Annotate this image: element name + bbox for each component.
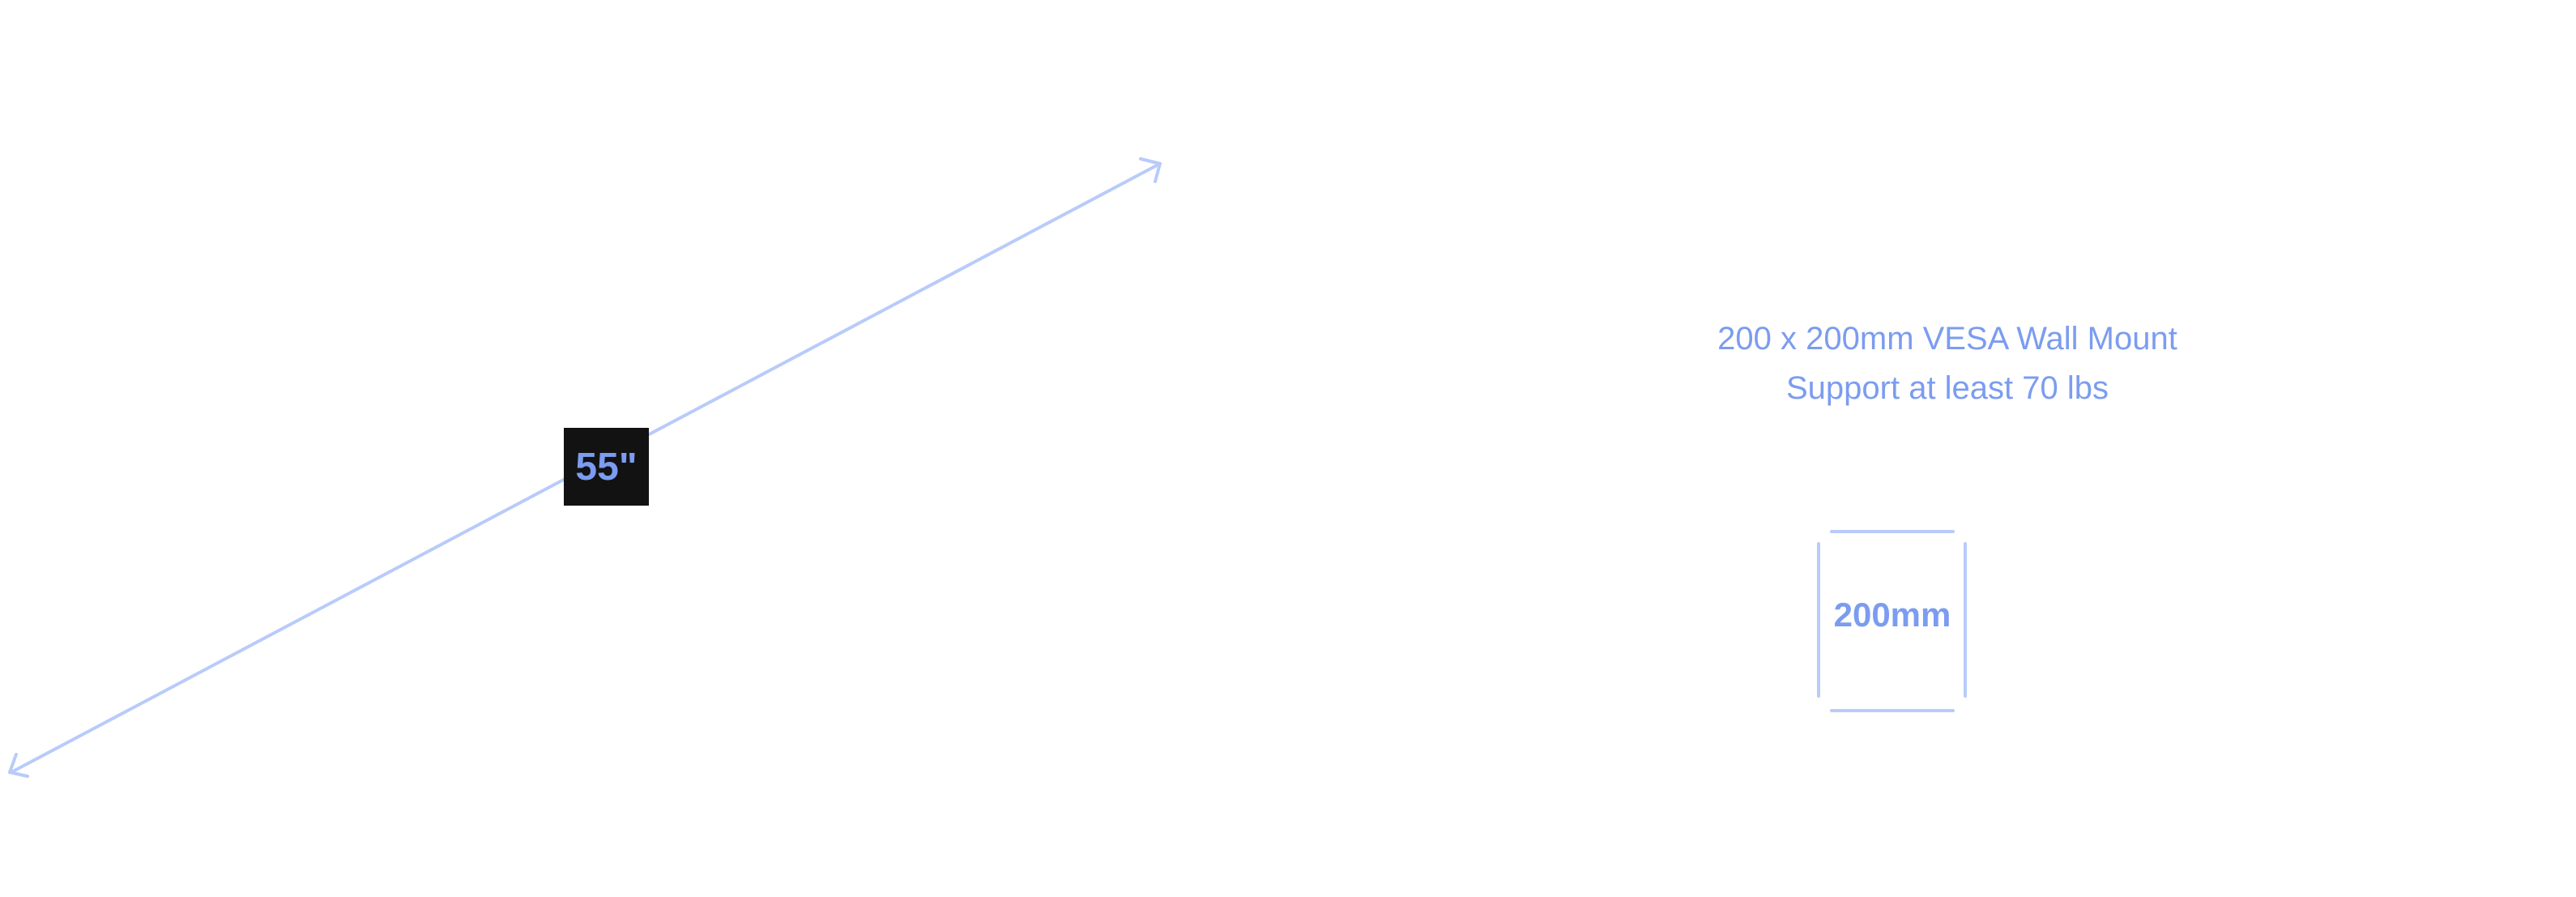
mount-spec-line-1: 200 x 200mm VESA Wall Mount (1717, 321, 2177, 357)
arrow-head-top-right-icon (1139, 157, 1162, 183)
vesa-size-label: 200mm (1833, 596, 1951, 634)
mount-spec-line-2: Support at least 70 lbs (1785, 370, 2109, 406)
screen-size-badge: 55" (564, 428, 649, 506)
arrow-head-bottom-left-icon (8, 753, 29, 778)
